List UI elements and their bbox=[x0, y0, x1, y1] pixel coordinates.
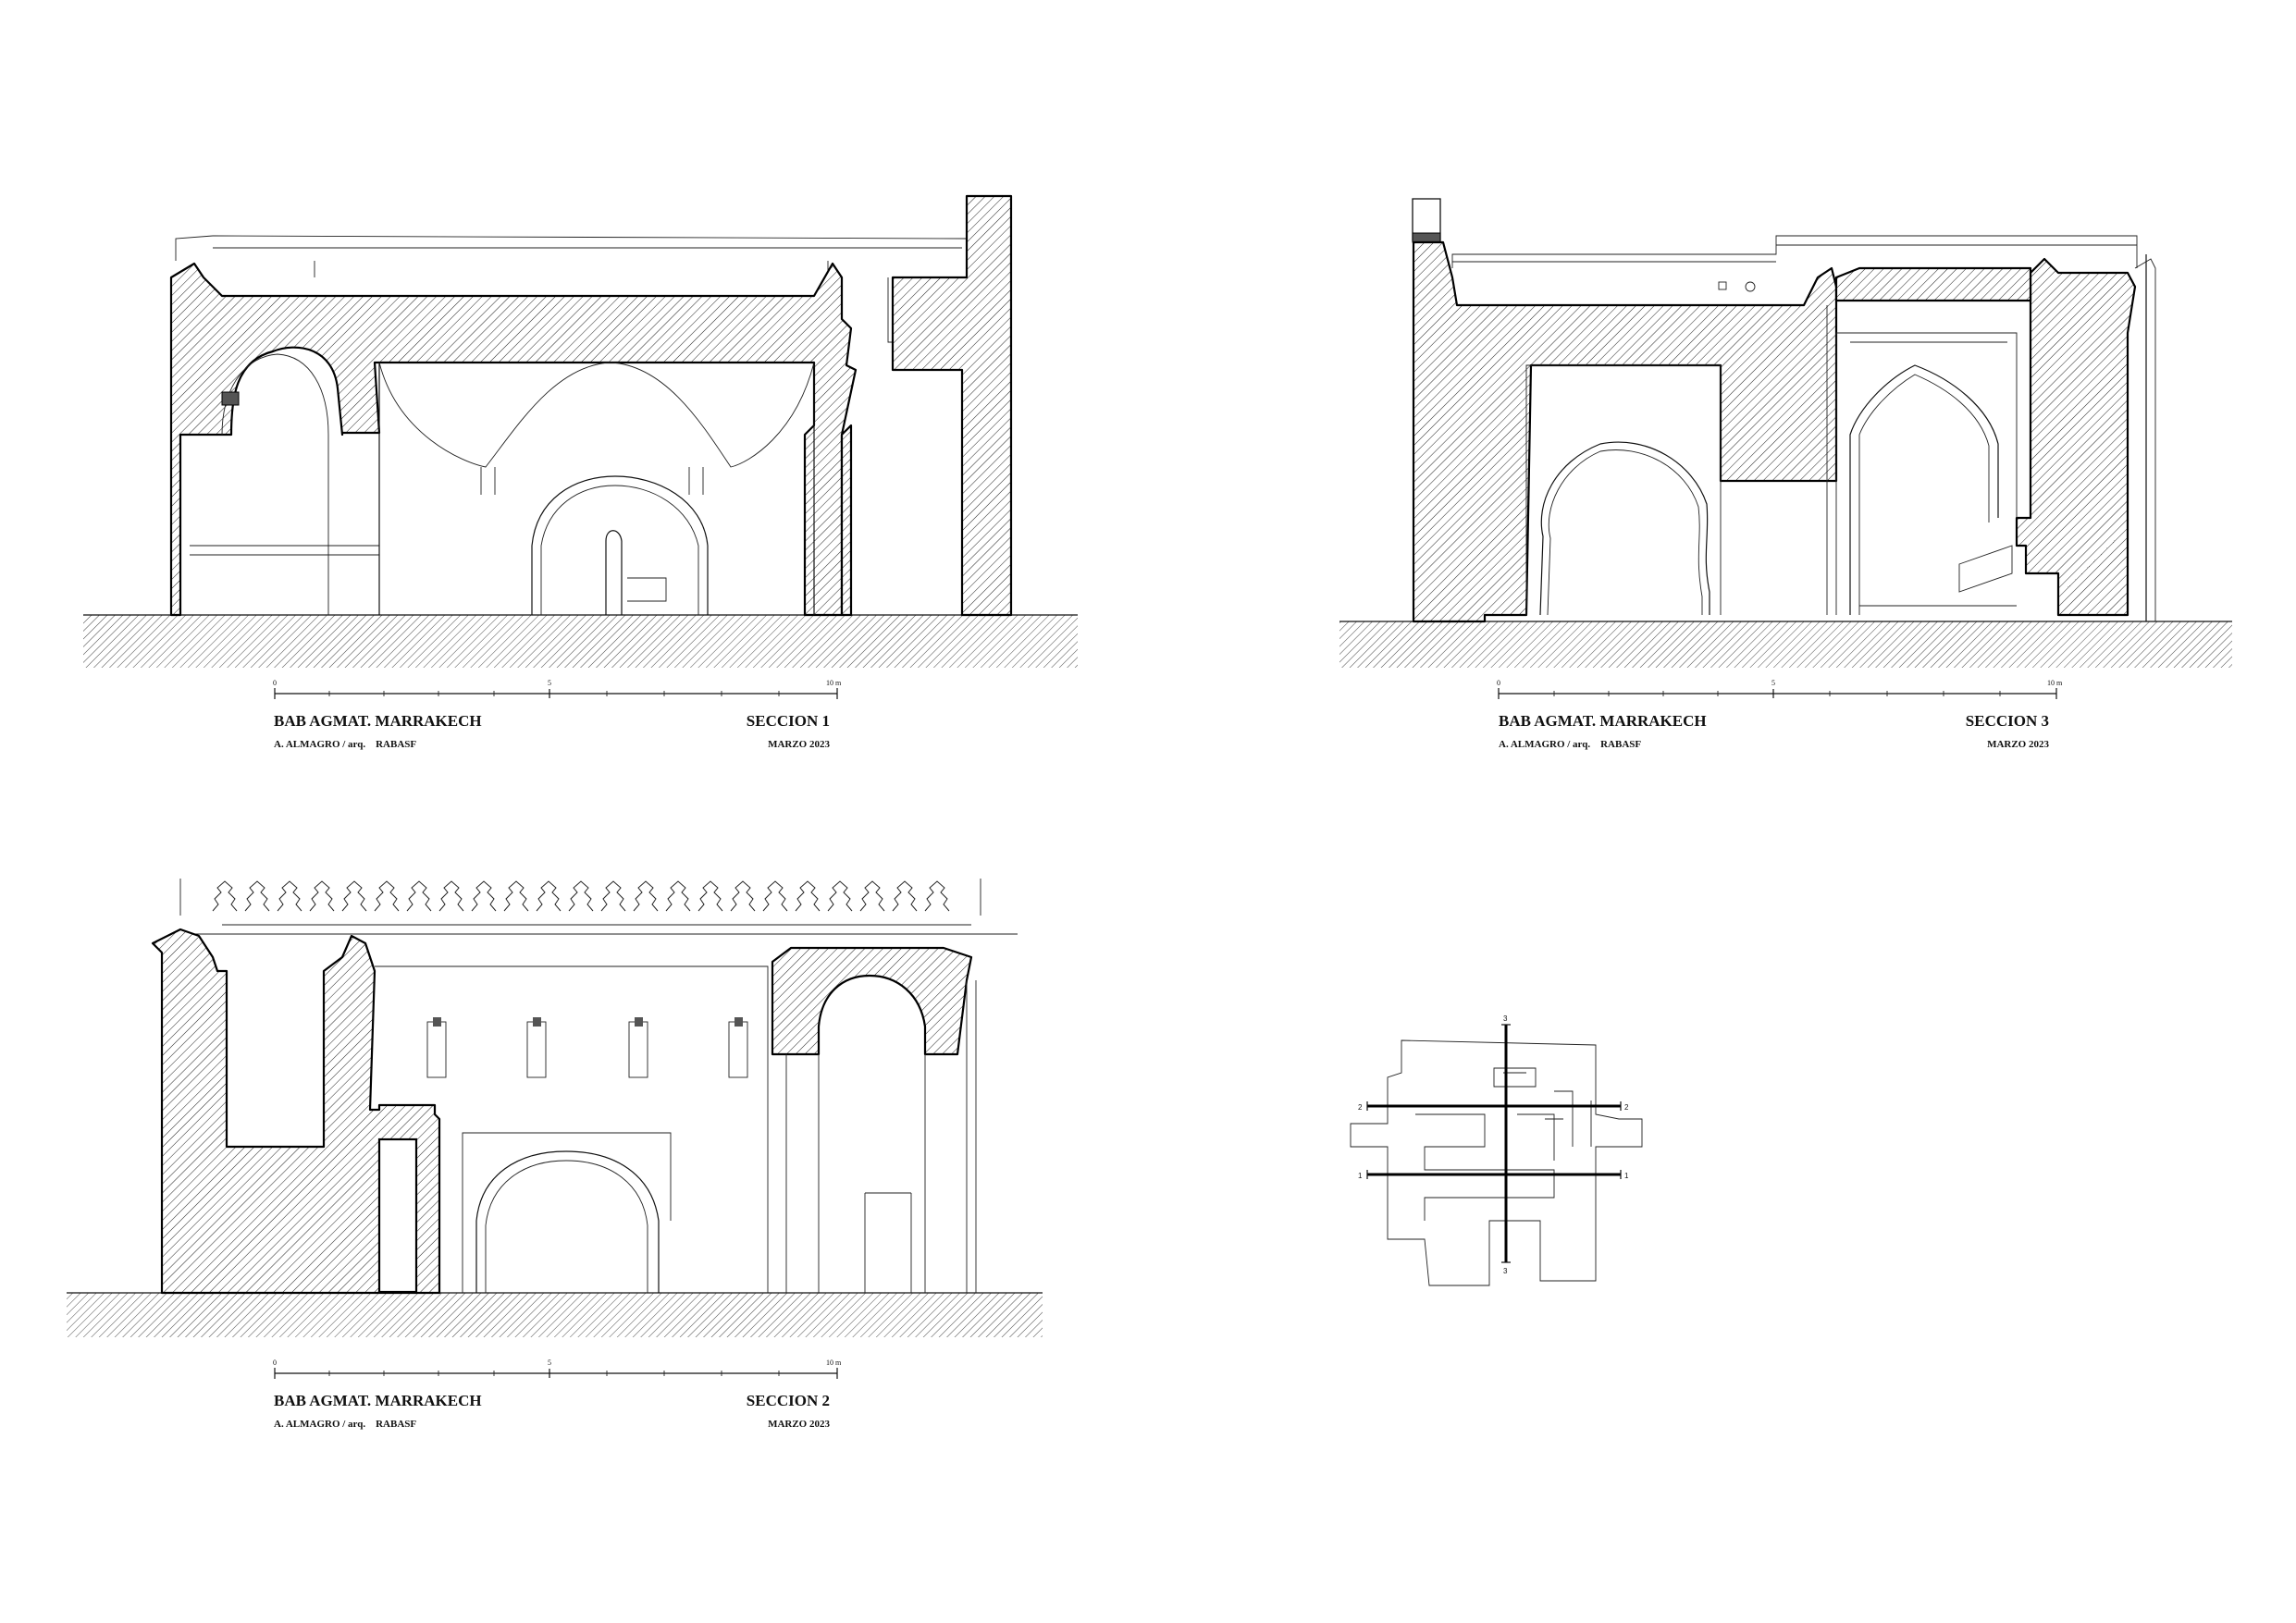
section-2-wall-left bbox=[151, 928, 441, 1295]
merlon bbox=[374, 880, 400, 912]
section-1-title-block: 0 5 10 m BAB AGMAT. MARRAKECH SECCION 1 … bbox=[273, 679, 842, 750]
section-3-author: A. ALMAGRO / arq. RABASF bbox=[1499, 739, 1641, 750]
section-3-wall-right bbox=[2015, 257, 2137, 617]
scale-2-tick-5: 5 bbox=[548, 1359, 551, 1367]
section-2-author: A. ALMAGRO / arq. RABASF bbox=[274, 1419, 416, 1430]
scale-1-tick-10: 10 m bbox=[826, 679, 842, 687]
merlon bbox=[665, 880, 691, 912]
section-2-merlon-band bbox=[212, 880, 950, 912]
section-1-project: BAB AGMAT. MARRAKECH bbox=[274, 712, 482, 730]
section-3-ground bbox=[1339, 621, 2232, 668]
section-2-drawing bbox=[67, 879, 1043, 1337]
merlon bbox=[536, 880, 562, 912]
merlon bbox=[341, 880, 367, 912]
cut-label-2-right: 2 bbox=[1624, 1103, 1629, 1112]
section-1-wall-mass bbox=[169, 262, 858, 617]
key-plan: 1 1 2 2 3 3 bbox=[1350, 1014, 1643, 1286]
merlon bbox=[244, 880, 270, 912]
section-2-wall-right bbox=[771, 946, 973, 1056]
section-1-author: A. ALMAGRO / arq. RABASF bbox=[274, 739, 416, 750]
merlon bbox=[600, 880, 626, 912]
merlon bbox=[827, 880, 853, 912]
merlon bbox=[406, 880, 432, 912]
scale-2-tick-10: 10 m bbox=[826, 1359, 842, 1367]
section-3-wall-left bbox=[1412, 240, 1838, 623]
merlon bbox=[309, 880, 335, 912]
cut-label-3-top: 3 bbox=[1503, 1014, 1508, 1023]
merlon bbox=[212, 880, 238, 912]
merlon bbox=[438, 880, 464, 912]
merlon bbox=[633, 880, 659, 912]
scale-1-tick-0: 0 bbox=[273, 679, 277, 687]
merlon bbox=[892, 880, 918, 912]
key-plan-outline bbox=[1350, 1039, 1643, 1286]
merlon bbox=[697, 880, 723, 912]
section-3-drawing bbox=[1339, 198, 2232, 668]
section-1-drawing bbox=[83, 194, 1078, 668]
section-3-project: BAB AGMAT. MARRAKECH bbox=[1499, 712, 1707, 730]
section-1-date: MARZO 2023 bbox=[768, 739, 830, 750]
section-2-name: SECCION 2 bbox=[747, 1392, 830, 1409]
merlon bbox=[730, 880, 756, 912]
section-3-date: MARZO 2023 bbox=[1987, 739, 2049, 750]
section-1-name: SECCION 1 bbox=[747, 712, 830, 730]
section-2-ground bbox=[67, 1293, 1043, 1337]
scale-2-tick-0: 0 bbox=[273, 1359, 277, 1367]
merlon bbox=[924, 880, 950, 912]
cut-label-3-bottom: 3 bbox=[1503, 1267, 1508, 1275]
scale-1-tick-5: 5 bbox=[548, 679, 551, 687]
scale-3-tick-0: 0 bbox=[1497, 679, 1500, 687]
section-2-title-block: 0 5 10 m BAB AGMAT. MARRAKECH SECCION 2 … bbox=[273, 1359, 842, 1430]
merlon bbox=[471, 880, 497, 912]
section-2-windows bbox=[426, 1017, 748, 1078]
section-3-title-block: 0 5 10 m BAB AGMAT. MARRAKECH SECCION 3 … bbox=[1497, 679, 2063, 750]
merlon bbox=[762, 880, 788, 912]
cut-label-2-left: 2 bbox=[1358, 1103, 1363, 1112]
scale-3-tick-10: 10 m bbox=[2047, 679, 2063, 687]
cut-label-1-right: 1 bbox=[1624, 1172, 1629, 1180]
section-1-ground bbox=[83, 615, 1078, 668]
merlon bbox=[568, 880, 594, 912]
cut-label-1-left: 1 bbox=[1358, 1172, 1363, 1180]
merlon bbox=[277, 880, 302, 912]
section-2-project: BAB AGMAT. MARRAKECH bbox=[274, 1392, 482, 1409]
scale-3-tick-5: 5 bbox=[1771, 679, 1775, 687]
merlon bbox=[859, 880, 885, 912]
section-1-niche bbox=[221, 391, 240, 406]
merlon bbox=[503, 880, 529, 912]
section-1-tower bbox=[891, 194, 1013, 617]
section-3-name: SECCION 3 bbox=[1966, 712, 2049, 730]
merlon bbox=[795, 880, 821, 912]
section-2-date: MARZO 2023 bbox=[768, 1419, 830, 1430]
